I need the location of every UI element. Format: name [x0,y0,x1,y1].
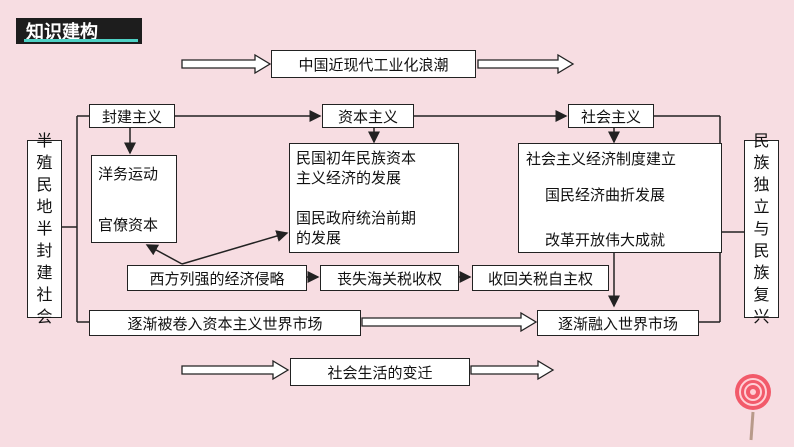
semi-colonial-label: 半殖民 地半封 建社会 [27,131,62,326]
semi-colonial-char: 殖 [36,153,53,172]
section-title: 知识建构 [16,18,142,44]
integrated-into-world-market-box: 逐渐融入世界市场 [537,310,699,336]
hollow-arrow-world-market [361,311,538,333]
capital-group-box [289,143,459,253]
socialist-system-established: 社会主义经济制度建立 [526,150,677,168]
early-republic-line-2: 主义经济的发展 [296,169,402,187]
semi-colonial-char: 民 [36,175,53,194]
lost-customs-rights-box: 丧失海关税收权 [320,265,459,291]
socialism-box: 社会主义 [568,104,654,128]
economy-tortuous-development: 国民经济曲折发展 [545,186,666,204]
hollow-arrow-bottom-right [470,359,555,381]
rejuvenation-char: 民 [753,131,770,150]
feudal-group-box [91,155,177,243]
rejuvenation-char: 独 [753,175,770,194]
semi-colonial-char: 建 [36,263,53,282]
rejuvenation-char: 民 [753,241,770,260]
industrialization-wave-box: 中国近现代工业化浪潮 [271,50,476,78]
national-rejuvenation-label: 民族独 立与民 族复兴 [744,131,779,326]
nationalist-line-2: 的发展 [296,229,342,247]
social-life-changes-box: 社会生活的变迁 [290,358,470,386]
reform-opening-achievements: 改革开放伟大成就 [545,231,666,249]
hollow-arrow-bottom-left [181,359,290,381]
rejuvenation-char: 与 [753,219,770,238]
feudalism-box: 封建主义 [89,104,175,128]
rejuvenation-char: 族 [753,153,770,172]
semi-colonial-char: 地 [36,197,53,216]
rejuvenation-char: 立 [753,197,770,216]
early-republic-capital: 民国初年民族资本 主义经济的发展 [296,148,416,188]
capitalism-box: 资本主义 [322,104,414,128]
semi-colonial-char: 半 [36,131,53,150]
western-economic-aggression-box: 西方列强的经济侵略 [127,265,307,291]
hollow-arrow-top-right [477,53,575,75]
westernization-movement: 洋务运动 [98,165,159,183]
nationalist-government-development: 国民政府统治前期 的发展 [296,208,416,248]
regained-tariff-autonomy-box: 收回关税自主权 [472,265,609,291]
social-group-box [518,143,722,253]
rejuvenation-char: 复 [753,285,770,304]
semi-colonial-char: 封 [36,241,53,260]
rejuvenation-char: 族 [753,263,770,282]
semi-colonial-char: 会 [36,307,53,326]
early-republic-line-1: 民国初年民族资本 [296,149,417,167]
drawn-into-world-market-box: 逐渐被卷入资本主义世界市场 [89,310,361,336]
bureaucratic-capital: 官僚资本 [98,216,159,234]
nationalist-line-1: 国民政府统治前期 [296,209,417,227]
semi-colonial-char: 社 [36,285,53,304]
lollipop-icon [735,374,771,441]
rejuvenation-char: 兴 [753,307,770,326]
semi-colonial-char: 半 [36,219,53,238]
hollow-arrow-top-left [181,53,272,75]
